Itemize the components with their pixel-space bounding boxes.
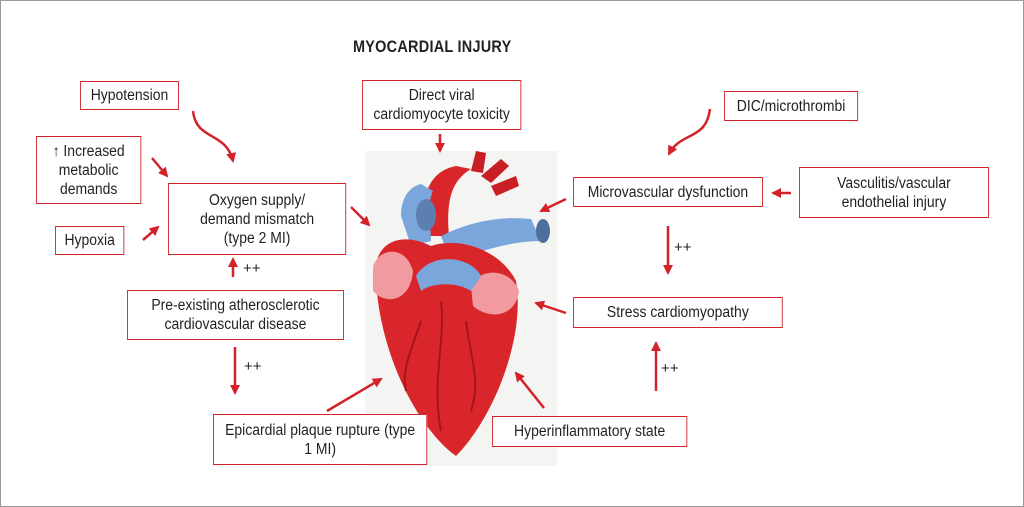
heart-icon xyxy=(373,151,550,456)
arrow-hypotension xyxy=(191,110,237,163)
arrow-hypoxia xyxy=(142,225,160,241)
box-increased-metabolic-demands: ↑ Increased metabolic demands xyxy=(36,136,142,204)
plus-label-micro-stress: ++ xyxy=(674,239,692,256)
plus-label-athero-oxygen: ++ xyxy=(243,260,261,277)
diagram-title: MYOCARDIAL INJURY xyxy=(353,37,512,56)
plus-label-athero-epicardial: ++ xyxy=(244,358,262,375)
box-oxygen-supply-demand-mismatch: Oxygen supply/ demand mismatch (type 2 M… xyxy=(168,183,347,255)
arrow-micro-heart xyxy=(539,197,567,213)
arrow-epicardial-heart xyxy=(326,377,383,413)
arrow-hyper-heart xyxy=(514,371,545,409)
box-microvascular-dysfunction: Microvascular dysfunction xyxy=(573,177,763,207)
box-direct-viral-toxicity: Direct viral cardiomyocyte toxicity xyxy=(362,80,522,130)
box-vasculitis: Vasculitis/vascular endothelial injury xyxy=(799,167,989,218)
box-dic-microthrombi: DIC/microthrombi xyxy=(724,91,859,121)
arrow-stress-heart xyxy=(534,300,567,315)
box-preexisting-atherosclerotic: Pre-existing atherosclerotic cardiovascu… xyxy=(127,290,344,340)
box-epicardial-plaque-rupture: Epicardial plaque rupture (type 1 MI) xyxy=(213,414,428,465)
box-hypoxia: Hypoxia xyxy=(55,226,125,255)
plus-label-hyper-stress: ++ xyxy=(661,360,679,377)
box-stress-cardiomyopathy: Stress cardiomyopathy xyxy=(573,297,783,328)
arrow-dic xyxy=(667,108,712,156)
arrow-metabolic xyxy=(151,157,169,178)
box-hypotension: Hypotension xyxy=(80,81,179,110)
box-hyperinflammatory-state: Hyperinflammatory state xyxy=(492,416,688,447)
arrow-oxygen-heart xyxy=(350,206,371,227)
